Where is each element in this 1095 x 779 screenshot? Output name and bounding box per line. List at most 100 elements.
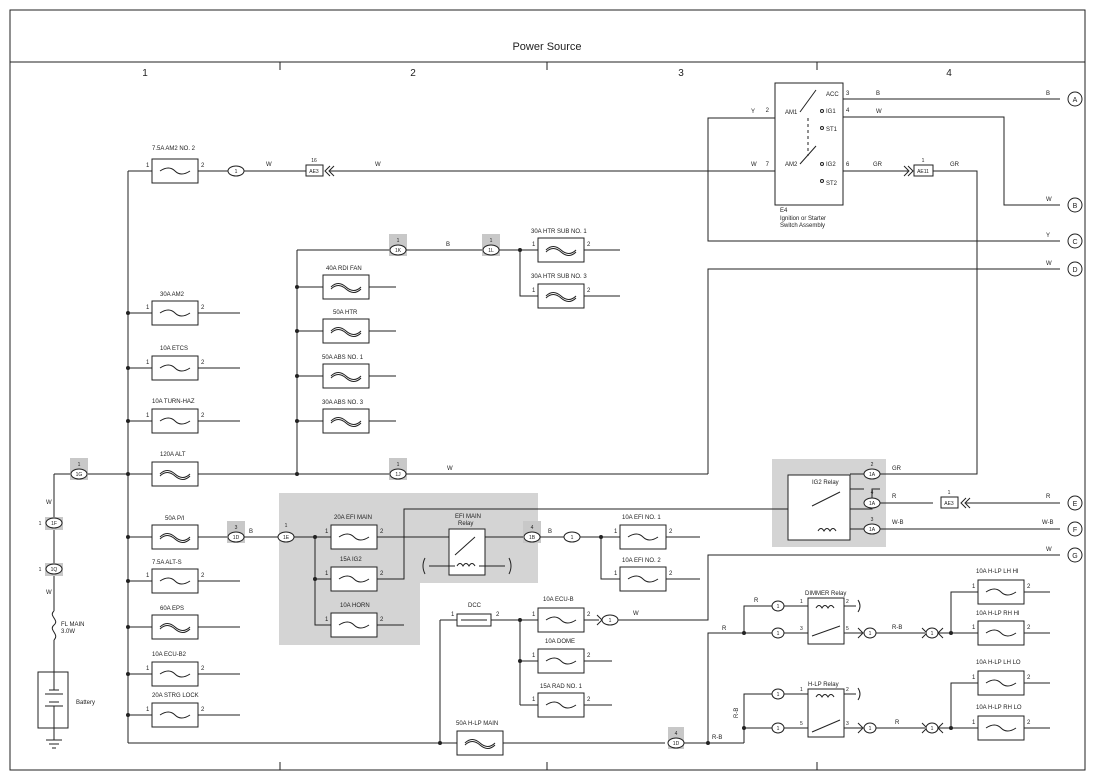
- svg-text:W: W: [447, 466, 453, 472]
- svg-text:7.5A ALT-S: 7.5A ALT-S: [152, 560, 182, 566]
- svg-text:GR: GR: [873, 162, 883, 168]
- svg-text:R: R: [722, 626, 727, 632]
- svg-text:2: 2: [380, 529, 384, 535]
- svg-text:2: 2: [1027, 625, 1031, 631]
- svg-text:3: 3: [800, 626, 803, 632]
- svg-text:1: 1: [397, 462, 400, 468]
- fuse-h-lp-main: 50A H-LP MAIN: [456, 721, 504, 756]
- svg-text:4: 4: [675, 731, 678, 737]
- svg-text:1: 1: [325, 529, 329, 535]
- column-label: 4: [946, 68, 952, 79]
- svg-text:G: G: [1072, 553, 1077, 560]
- svg-text:1: 1: [532, 288, 536, 294]
- svg-text:1E: 1E: [283, 535, 290, 541]
- output-terminal-b: B: [1067, 197, 1083, 213]
- svg-text:C: C: [1072, 239, 1077, 246]
- svg-text:4: 4: [871, 490, 874, 496]
- svg-text:ACC: ACC: [826, 92, 839, 98]
- svg-text:W: W: [1046, 547, 1052, 553]
- svg-text:IG2: IG2: [826, 162, 836, 168]
- svg-text:1: 1: [325, 617, 329, 623]
- svg-text:AM1: AM1: [785, 110, 798, 116]
- svg-text:1: 1: [532, 697, 536, 703]
- svg-text:4: 4: [531, 525, 534, 531]
- svg-text:10A ECU-B2: 10A ECU-B2: [152, 652, 187, 658]
- dimmer-relay: DIMMER Relay: [805, 591, 846, 645]
- svg-text:2: 2: [871, 462, 874, 468]
- svg-text:1: 1: [571, 535, 574, 541]
- svg-text:B: B: [249, 529, 253, 535]
- svg-text:AE11: AE11: [917, 169, 929, 175]
- svg-text:2: 2: [1027, 584, 1031, 590]
- h-lp-relay: H-LP Relay: [807, 682, 845, 738]
- svg-text:W: W: [266, 162, 272, 168]
- svg-text:1: 1: [39, 567, 42, 573]
- svg-text:1: 1: [146, 305, 150, 311]
- svg-text:A: A: [1073, 97, 1078, 104]
- svg-text:B: B: [1073, 203, 1078, 210]
- column-label: 2: [410, 68, 416, 79]
- svg-text:2: 2: [201, 163, 205, 169]
- svg-text:10A DOME: 10A DOME: [545, 639, 575, 645]
- svg-text:7: 7: [766, 162, 770, 168]
- svg-text:120A ALT: 120A ALT: [160, 452, 186, 458]
- svg-text:1: 1: [532, 653, 536, 659]
- svg-text:1A: 1A: [869, 472, 876, 478]
- svg-text:3: 3: [871, 517, 874, 523]
- svg-text:GR: GR: [892, 466, 902, 472]
- column-label: 1: [142, 68, 148, 79]
- svg-text:GR: GR: [950, 162, 960, 168]
- fusible-link-rating: 3.0W: [61, 629, 75, 635]
- fusible-link: [51, 610, 57, 641]
- fuse-alt: 120A ALT: [126, 452, 199, 487]
- svg-text:1: 1: [931, 631, 934, 637]
- svg-text:B: B: [1046, 91, 1050, 97]
- svg-text:1: 1: [972, 625, 976, 631]
- svg-text:1: 1: [146, 573, 150, 579]
- svg-text:2: 2: [201, 707, 205, 713]
- svg-text:1: 1: [800, 599, 803, 605]
- svg-text:F: F: [1073, 527, 1077, 534]
- output-terminal-c: C: [1067, 233, 1083, 249]
- svg-text:5: 5: [800, 721, 803, 727]
- svg-text:2: 2: [846, 599, 849, 605]
- svg-text:1: 1: [325, 571, 329, 577]
- svg-text:2: 2: [201, 666, 205, 672]
- svg-text:H-LP Relay: H-LP Relay: [808, 682, 839, 688]
- svg-text:1: 1: [614, 529, 618, 535]
- svg-text:1: 1: [235, 169, 238, 175]
- svg-text:B: B: [548, 529, 552, 535]
- svg-text:3: 3: [235, 525, 238, 531]
- svg-text:1L: 1L: [488, 248, 494, 254]
- svg-text:1: 1: [869, 726, 872, 732]
- svg-text:AE3: AE3: [944, 501, 954, 507]
- svg-text:1: 1: [922, 158, 925, 164]
- svg-text:50A HTR: 50A HTR: [333, 310, 358, 316]
- svg-text:10A EFI NO. 2: 10A EFI NO. 2: [622, 558, 661, 564]
- svg-text:30A HTR SUB NO. 3: 30A HTR SUB NO. 3: [531, 274, 587, 280]
- svg-text:R-B: R-B: [734, 708, 740, 718]
- svg-text:W: W: [1046, 197, 1052, 203]
- svg-text:2: 2: [1027, 675, 1031, 681]
- svg-text:2: 2: [201, 360, 205, 366]
- svg-text:B: B: [446, 242, 450, 248]
- svg-text:1: 1: [78, 462, 81, 468]
- svg-text:E4: E4: [780, 208, 788, 214]
- svg-text:DIMMER Relay: DIMMER Relay: [805, 591, 846, 597]
- battery-label: Battery: [76, 700, 95, 706]
- svg-text:10A TURN-HAZ: 10A TURN-HAZ: [152, 399, 195, 405]
- svg-text:Ignition or Starter: Ignition or Starter: [780, 216, 826, 222]
- svg-text:1: 1: [397, 238, 400, 244]
